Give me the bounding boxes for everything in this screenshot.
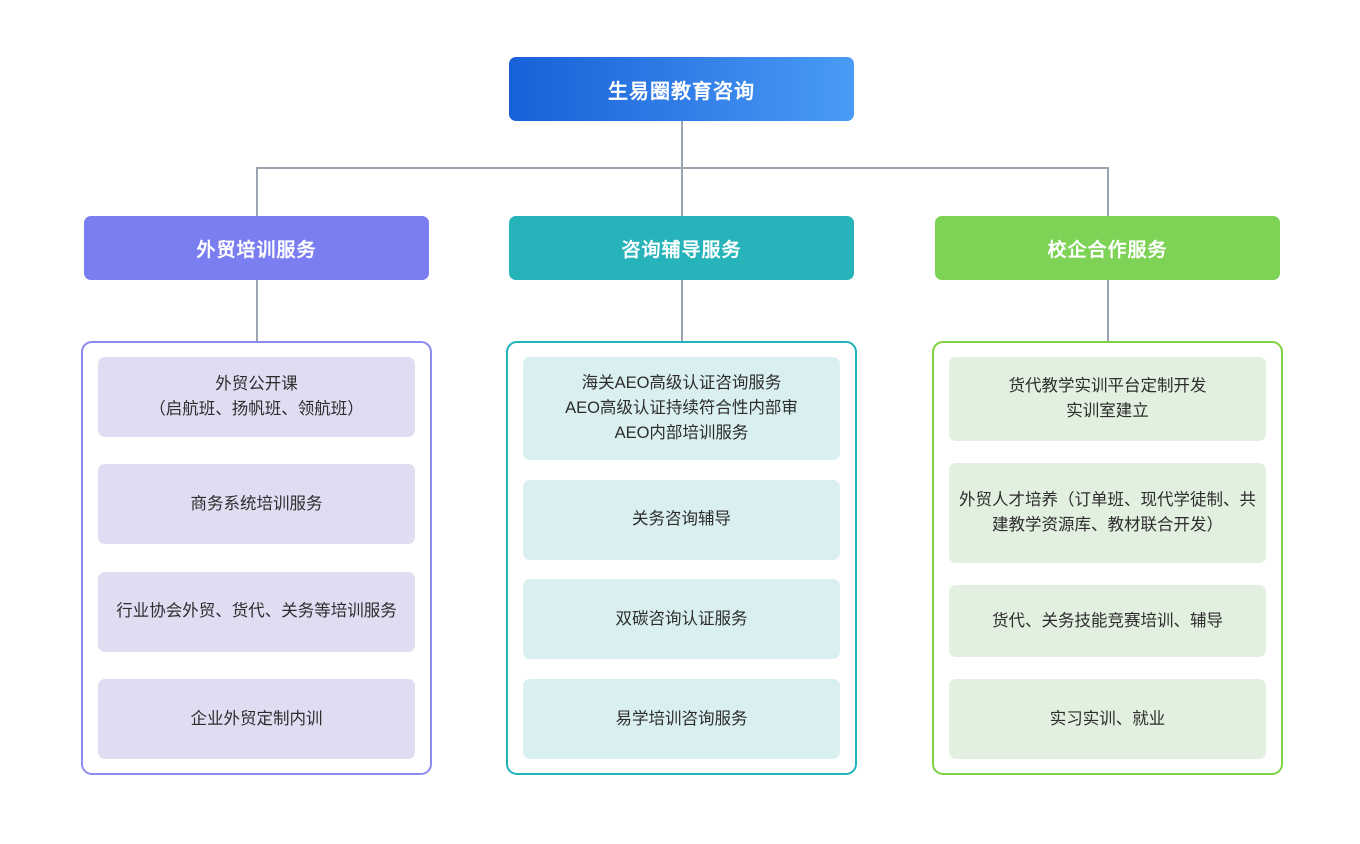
leaf-item[interactable]: 货代教学实训平台定制开发 实训室建立: [949, 357, 1266, 441]
connector-drop-branch-2: [1107, 167, 1109, 216]
leaf-item[interactable]: 商务系统培训服务: [98, 464, 415, 545]
leaf-item[interactable]: 外贸人才培养（订单班、现代学徒制、共建教学资源库、教材联合开发）: [949, 463, 1266, 563]
connector-header-to-container-1: [681, 280, 683, 342]
branch-container-school-enterprise-cooperation: 货代教学实训平台定制开发 实训室建立 外贸人才培养（订单班、现代学徒制、共建教学…: [932, 341, 1283, 775]
connector-root-stem: [681, 121, 683, 168]
leaf-item[interactable]: 货代、关务技能竞赛培训、辅导: [949, 585, 1266, 657]
leaf-item[interactable]: 实习实训、就业: [949, 679, 1266, 759]
branch-header-foreign-trade-training[interactable]: 外贸培训服务: [84, 216, 429, 280]
connector-drop-branch-1: [681, 167, 683, 216]
leaf-item[interactable]: 海关AEO高级认证咨询服务 AEO高级认证持续符合性内部审 AEO内部培训服务: [523, 357, 840, 460]
leaf-item[interactable]: 易学培训咨询服务: [523, 678, 840, 759]
branch-container-foreign-trade-training: 外贸公开课 （启航班、扬帆班、领航班） 商务系统培训服务 行业协会外贸、货代、关…: [81, 341, 432, 775]
leaf-item[interactable]: 外贸公开课 （启航班、扬帆班、领航班）: [98, 357, 415, 437]
connector-header-to-container-2: [1107, 280, 1109, 342]
branch-header-label: 校企合作服务: [1047, 239, 1168, 261]
branch-container-consulting-tutoring: 海关AEO高级认证咨询服务 AEO高级认证持续符合性内部审 AEO内部培训服务 …: [506, 341, 857, 775]
branch-header-school-enterprise-cooperation[interactable]: 校企合作服务: [935, 216, 1280, 280]
branch-header-consulting-tutoring[interactable]: 咨询辅导服务: [509, 216, 854, 280]
leaf-item[interactable]: 双碳咨询认证服务: [523, 579, 840, 660]
root-node[interactable]: 生易圈教育咨询: [509, 57, 854, 121]
leaf-item[interactable]: 行业协会外贸、货代、关务等培训服务: [98, 571, 415, 652]
connector-drop-branch-0: [256, 167, 258, 216]
leaf-item[interactable]: 企业外贸定制内训: [98, 678, 415, 759]
root-node-label: 生易圈教育咨询: [608, 80, 755, 103]
connector-header-to-container-0: [256, 280, 258, 342]
leaf-item[interactable]: 关务咨询辅导: [523, 479, 840, 560]
branch-header-label: 外贸培训服务: [196, 239, 317, 261]
branch-header-label: 咨询辅导服务: [621, 239, 742, 261]
